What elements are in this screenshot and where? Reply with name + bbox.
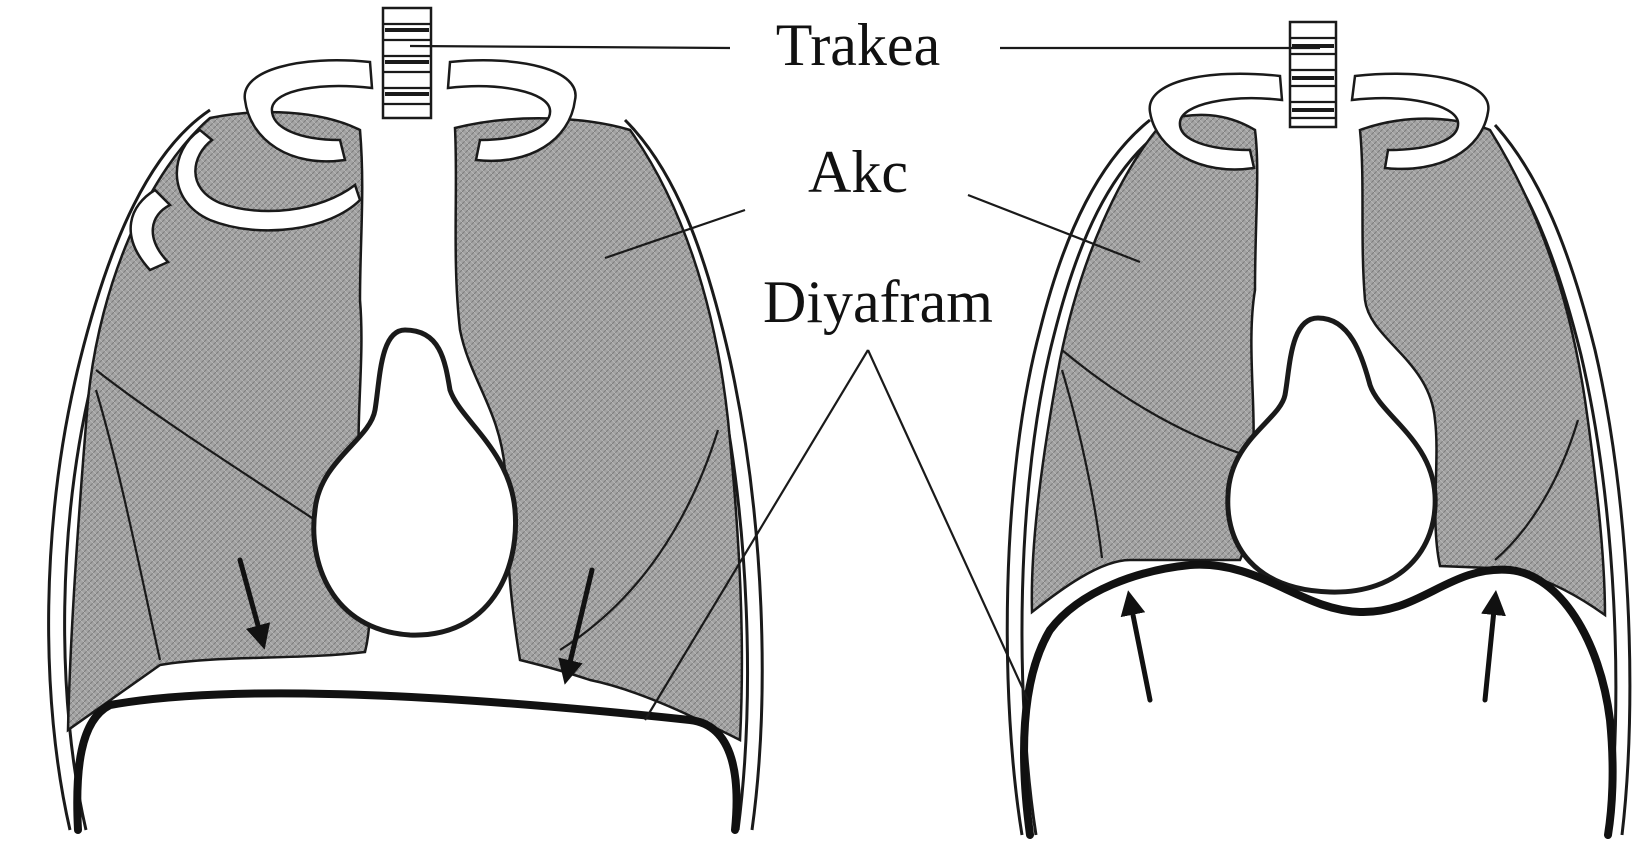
leader-trachea-left (410, 46, 730, 48)
label-diaphragm: Diyafram (763, 269, 993, 335)
right-panel-trachea (1290, 22, 1336, 127)
right-panel-diaphragm (1024, 565, 1613, 835)
left-panel-trachea (383, 8, 431, 118)
right-panel-heart (1228, 318, 1435, 592)
left-thorax (49, 8, 763, 830)
left-panel-diaphragm (77, 693, 736, 830)
label-trachea: Trakea (776, 12, 940, 78)
right-thorax (1007, 22, 1630, 835)
right-panel-arrow-up-1 (1130, 600, 1150, 700)
label-lung: Akc (808, 139, 908, 205)
right-panel-arrow-up-2 (1485, 600, 1495, 700)
leader-diaphragm-right (868, 350, 1028, 700)
right-panel-lung-right (1032, 115, 1257, 612)
left-panel-lung-left (455, 118, 742, 740)
